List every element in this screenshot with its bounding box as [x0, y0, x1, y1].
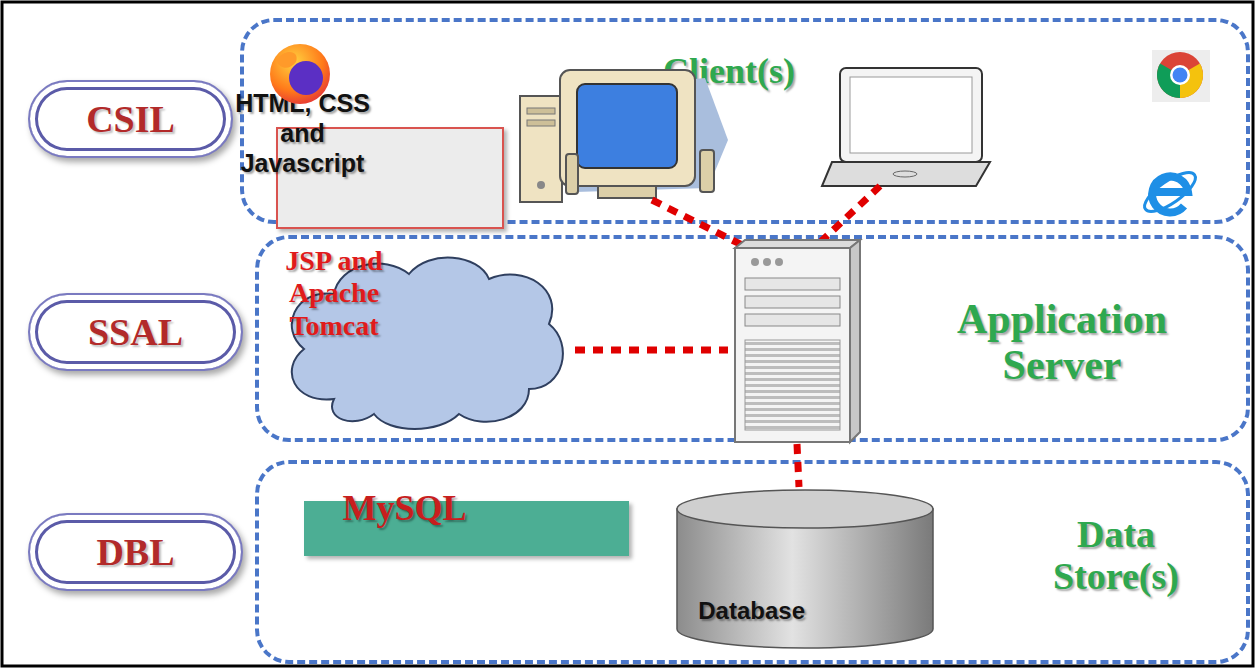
tier-abbreviation: DBL [96, 530, 174, 574]
technology-box: HTML, CSS and Javascript [276, 127, 504, 229]
node-label: JSP and Apache Tomcat [244, 245, 424, 342]
server-tower [735, 240, 860, 442]
laptop [822, 68, 990, 186]
dotted-link [575, 186, 880, 487]
tier-label: SSAL [28, 293, 243, 371]
tier-title: Data Store(s) [1051, 514, 1181, 598]
text-holder: MySQL [342, 489, 466, 529]
text-holder: SSAL [88, 310, 183, 354]
text-holder: JSP and Apache Tomcat [244, 245, 424, 342]
node-label: HTML, CSS and Javascript [215, 88, 390, 178]
text-holder: Application Server [957, 296, 1167, 388]
technology-cloud: JSP and Apache Tomcat [274, 249, 574, 434]
tier-label: CSIL [28, 80, 233, 158]
node-label: MySQL [342, 489, 466, 529]
text-holder: HTML, CSS and Javascript [215, 88, 390, 178]
tier-title: Client(s) [663, 52, 795, 92]
text-holder: Database [698, 597, 805, 623]
tier-abbreviation: SSAL [88, 310, 183, 354]
chrome-icon [1152, 50, 1210, 102]
cloud-outline [274, 249, 574, 434]
text-holder: Data Store(s) [1051, 514, 1181, 598]
text-holder: CSIL [86, 97, 175, 141]
tier-abbreviation: CSIL [86, 97, 175, 141]
technology-box: MySQL [304, 501, 629, 556]
tier-band: Data Store(s) MySQL Database [255, 460, 1250, 664]
desktop-computer [520, 70, 728, 202]
tier-band: Application Server JSP and Apache Tomcat [255, 235, 1250, 442]
node-label: Database [698, 597, 805, 623]
firefox-icon [270, 44, 330, 104]
tier-band: Client(s)HTML, CSS and Javascript [240, 18, 1250, 224]
ie-icon [1139, 166, 1201, 218]
tier-title: Application Server [957, 296, 1167, 388]
database-cylinder: Database [676, 489, 934, 649]
text-holder: DBL [96, 530, 174, 574]
tier-label: DBL [28, 513, 243, 591]
cylinder-outline [676, 489, 934, 649]
text-holder: Client(s) [663, 52, 795, 92]
